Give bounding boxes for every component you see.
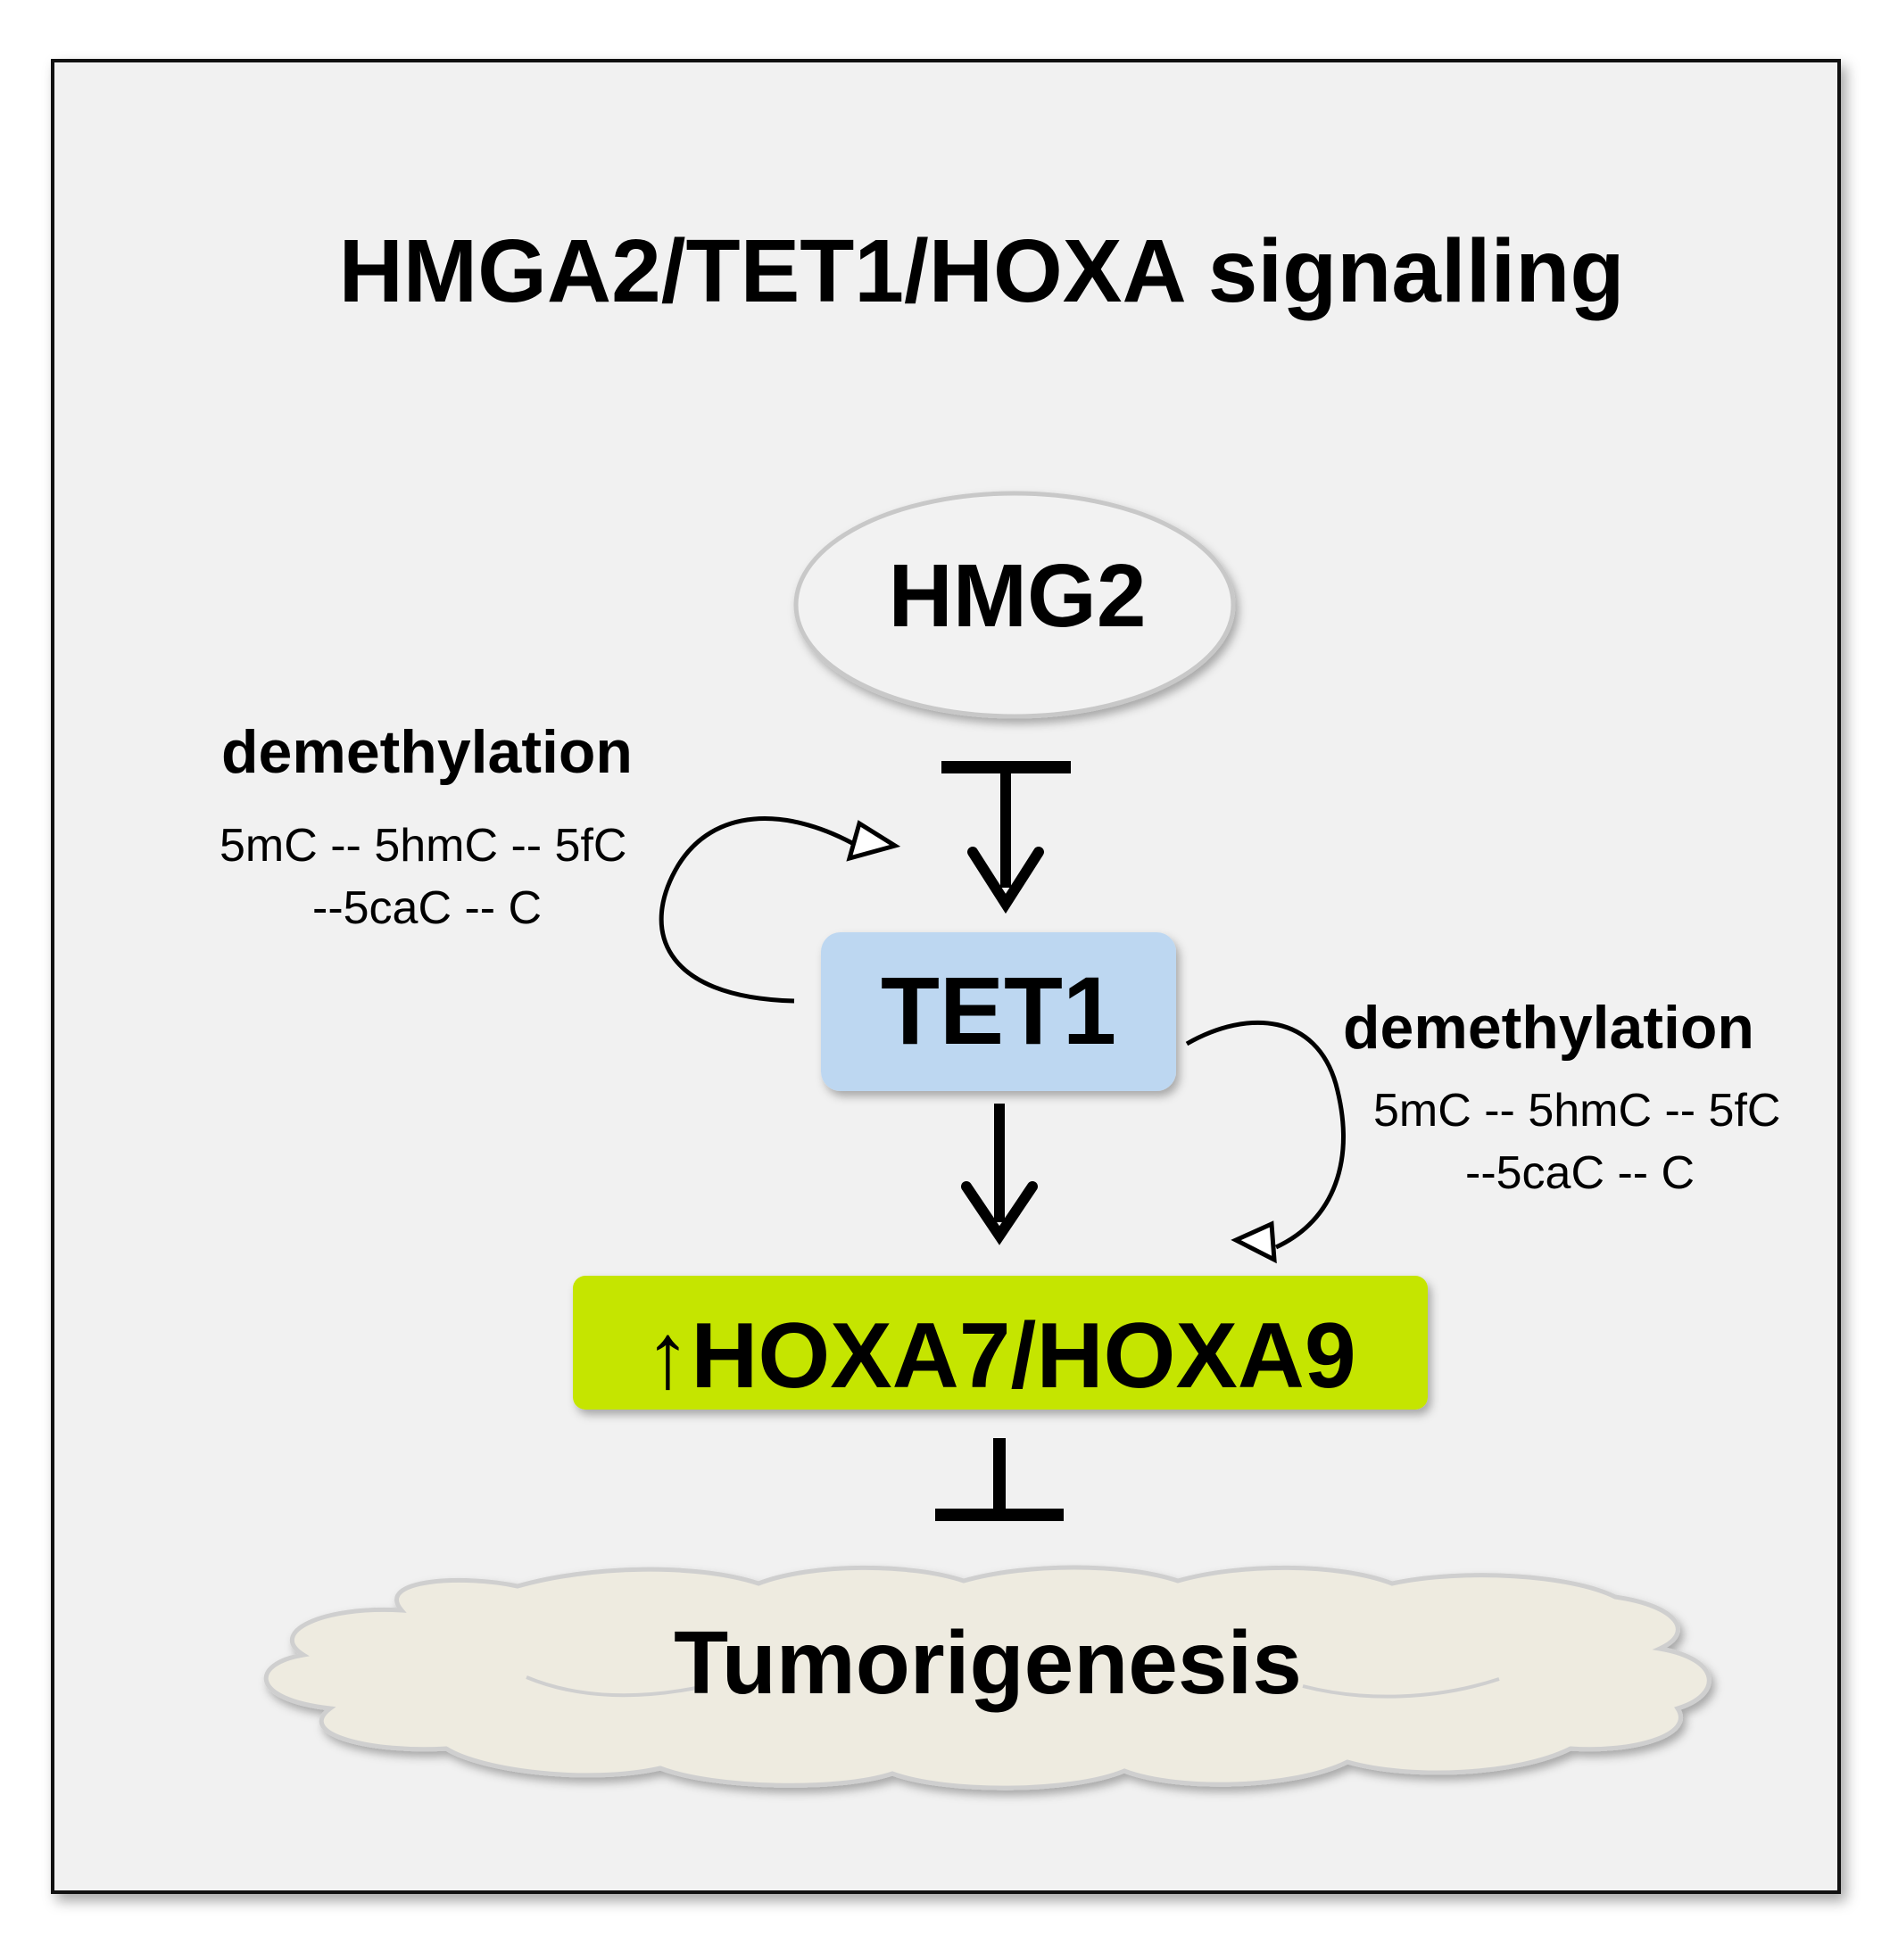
tumorigenesis-label: Tumorigenesis — [674, 1613, 1302, 1713]
hoxa-inhibits-tumorigenesis — [935, 1438, 1064, 1521]
tet1-node: TET1 — [821, 932, 1176, 1091]
hmg2-label: HMG2 — [889, 546, 1147, 646]
hoxa-label: ↑HOXA7/HOXA9 — [644, 1304, 1356, 1408]
demethylation-left-label: demethylation — [221, 718, 633, 786]
demethylation-left-seq-1: 5mC -- 5hmC -- 5fC — [220, 820, 626, 872]
demethylation-right-seq-2: --5caC -- C — [1465, 1147, 1695, 1199]
demethylation-right-seq-1: 5mC -- 5hmC -- 5fC — [1373, 1085, 1780, 1137]
demethylation-left-arrow — [659, 816, 901, 1004]
demethylation-right-arrow — [1185, 1020, 1346, 1264]
hoxa-node: ↑HOXA7/HOXA9 — [573, 1276, 1428, 1410]
tumorigenesis-node: Tumorigenesis — [263, 1565, 1712, 1790]
hmg2-node: HMG2 — [793, 491, 1236, 719]
cloud-shape — [263, 1565, 1712, 1790]
diagram-title: HMGA2/TET1/HOXA signalling — [339, 221, 1625, 321]
demethylation-right-label: demethylation — [1343, 994, 1754, 1062]
tet1-activates-arrow — [961, 1104, 1038, 1245]
tet1-label: TET1 — [881, 956, 1116, 1064]
hmg2-inhibits-arrow — [941, 761, 1071, 914]
demethylation-left-seq-2: --5caC -- C — [312, 882, 542, 934]
